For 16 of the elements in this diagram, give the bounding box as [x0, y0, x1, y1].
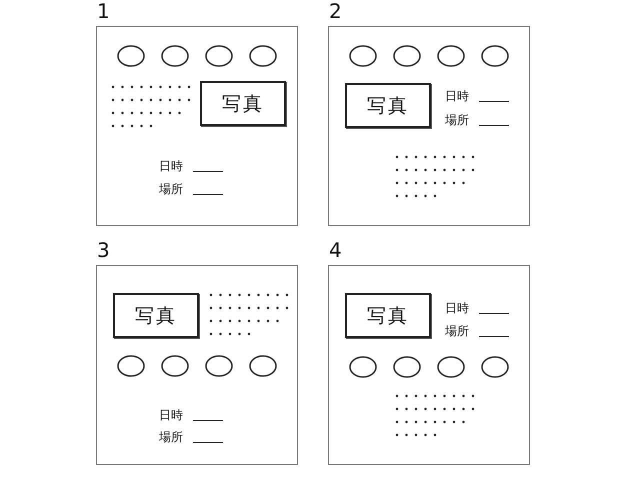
panel-number: 4 [329, 238, 342, 262]
panel-number: 3 [97, 238, 110, 262]
photo-placeholder-box: 写真 [345, 83, 431, 128]
photo-placeholder-box: 写真 [113, 293, 199, 338]
field-label: 日時 [445, 301, 469, 315]
field-label: 日時 [159, 408, 183, 422]
photo-placeholder-box: 写真 [200, 81, 286, 126]
field-label: 日時 [159, 159, 183, 173]
field-label: 場所 [159, 182, 183, 196]
field-label: 場所 [445, 113, 469, 127]
panel-number: 2 [329, 0, 342, 23]
panel-number: 1 [97, 0, 110, 23]
field-label: 場所 [445, 324, 469, 338]
photo-placeholder-box: 写真 [345, 293, 431, 338]
field-label: 日時 [445, 89, 469, 103]
field-label: 場所 [159, 430, 183, 444]
